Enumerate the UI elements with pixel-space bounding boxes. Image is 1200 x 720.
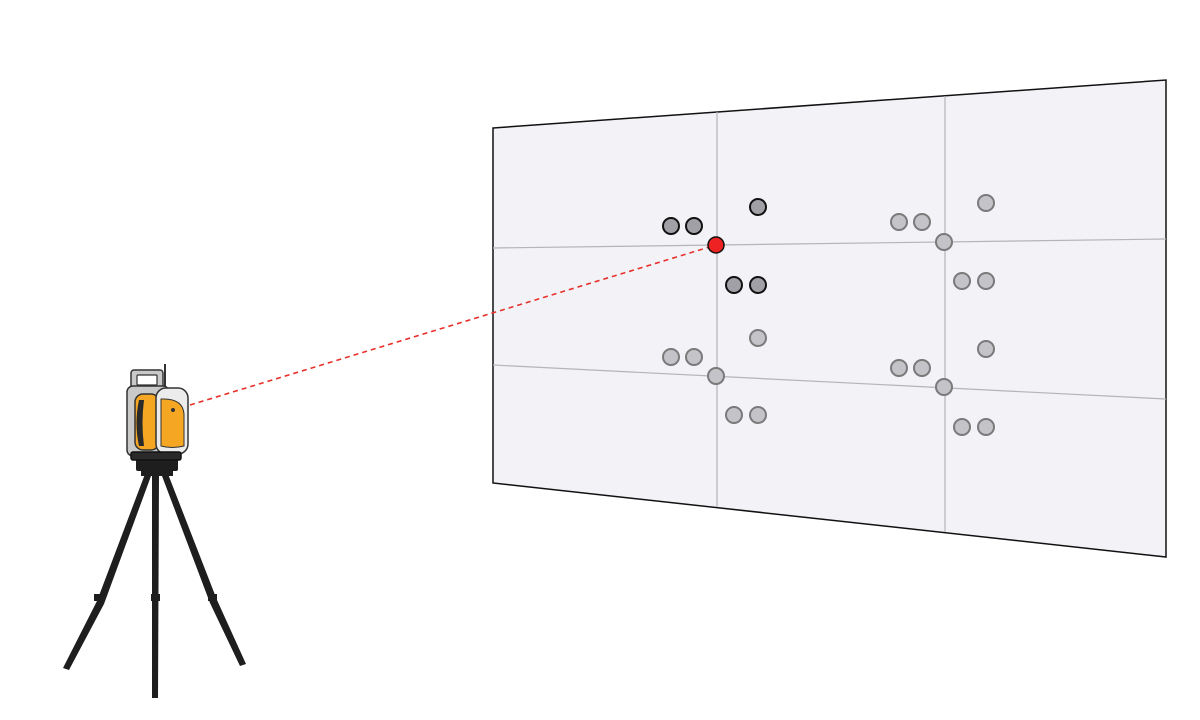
- target-marker: [977, 418, 995, 436]
- target-marker: [977, 340, 995, 358]
- panel-grid: [492, 96, 1167, 532]
- instrument-lens: [160, 398, 185, 448]
- active-targets: [662, 198, 767, 294]
- grid-line-horizontal-1: [492, 238, 1167, 249]
- target-marker-active: [725, 276, 743, 294]
- target-marker: [953, 272, 971, 290]
- target-marker-active: [749, 198, 767, 216]
- target-marker: [890, 213, 908, 231]
- target-marker: [662, 348, 680, 366]
- target-marker: [707, 367, 725, 385]
- target-marker: [977, 272, 995, 290]
- tripod-leg-clamp: [208, 594, 217, 601]
- instrument-sensor-dot: [171, 408, 175, 412]
- wall-panel: [492, 79, 1167, 558]
- target-marker: [913, 213, 931, 231]
- target-marker-active: [662, 217, 680, 235]
- total-station-scanner-icon: [126, 364, 189, 461]
- tripod-mount: [141, 468, 173, 476]
- laser-beam: [189, 244, 717, 406]
- instrument-display: [136, 374, 158, 386]
- target-marker: [935, 378, 953, 396]
- target-marker: [953, 418, 971, 436]
- target-marker: [685, 348, 703, 366]
- tripod-leg-clamp: [151, 594, 160, 601]
- instrument-side-shade: [136, 400, 144, 446]
- target-marker: [977, 194, 995, 212]
- tripod-leg-right: [162, 474, 246, 666]
- target-marker: [890, 359, 908, 377]
- target-marker: [725, 406, 743, 424]
- laser-spot-icon: [707, 236, 725, 254]
- target-marker: [913, 359, 931, 377]
- tripod-leg-center: [152, 475, 159, 698]
- target-marker: [749, 329, 767, 347]
- grid-line-horizontal-2: [492, 364, 1167, 400]
- tripod-icon: [63, 459, 246, 698]
- instrument-base: [130, 451, 182, 461]
- target-marker-active: [685, 217, 703, 235]
- target-marker: [935, 233, 953, 251]
- tripod-leg-clamp: [94, 594, 103, 601]
- inactive-targets: [662, 194, 995, 436]
- tripod-leg-left: [63, 474, 151, 670]
- target-marker-active: [749, 276, 767, 294]
- target-marker: [749, 406, 767, 424]
